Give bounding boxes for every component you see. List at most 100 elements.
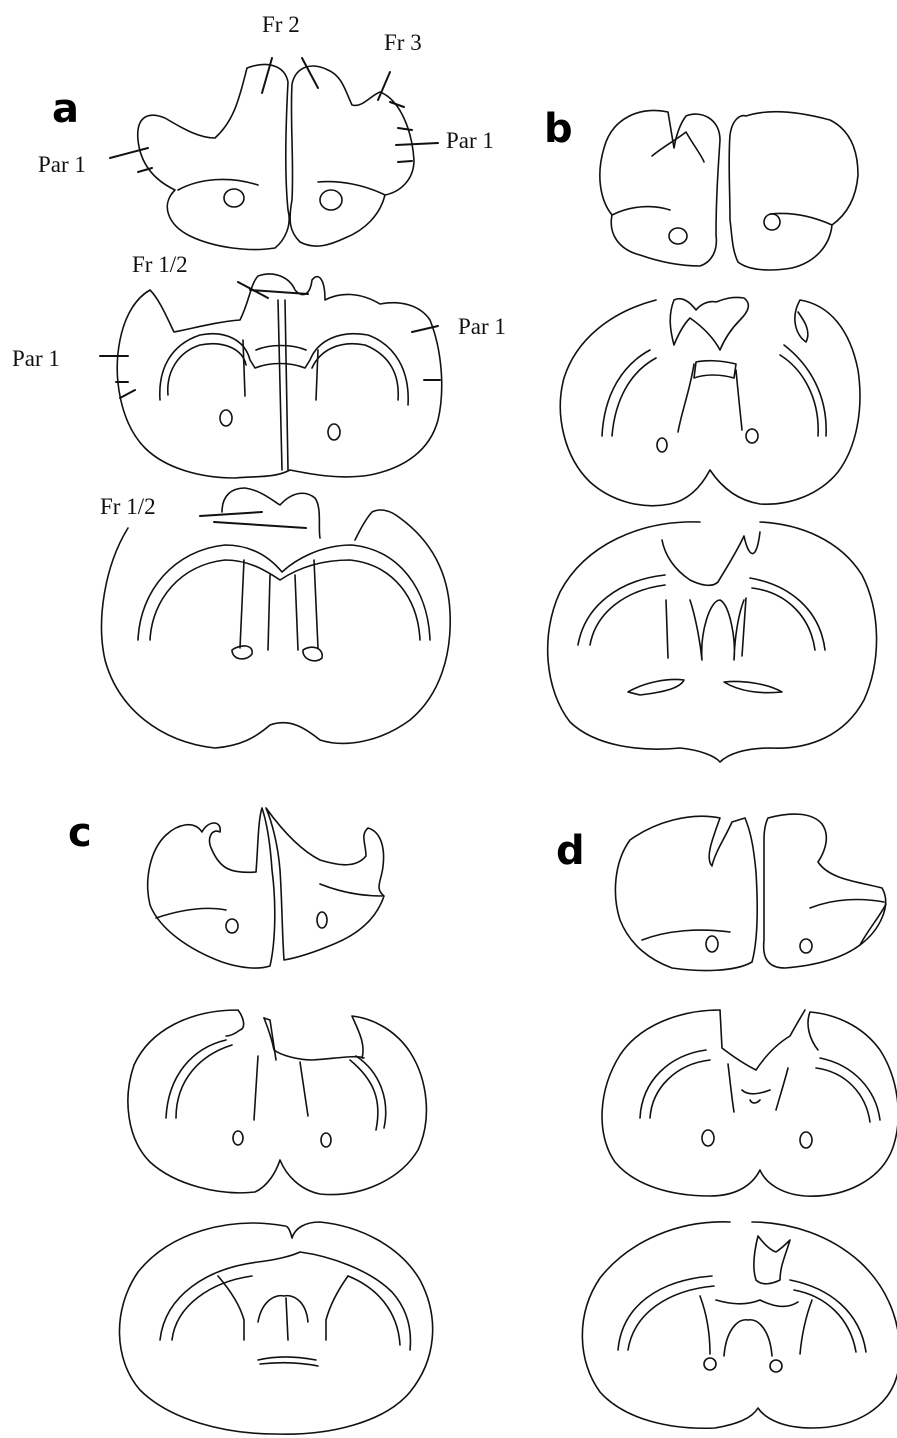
lesion-marker bbox=[214, 522, 306, 528]
section-midline bbox=[278, 300, 282, 470]
section-outline bbox=[148, 808, 275, 968]
panel-d: d bbox=[556, 814, 897, 1428]
panel-c-letter: c bbox=[68, 810, 92, 856]
septum-line bbox=[690, 600, 744, 660]
corpus-callosum bbox=[256, 346, 306, 351]
septum-line bbox=[314, 560, 318, 648]
panel-b: b bbox=[544, 106, 877, 762]
ventricle bbox=[800, 1132, 812, 1148]
septum-line bbox=[218, 1276, 244, 1340]
septum-line bbox=[742, 598, 746, 656]
section-inner-line bbox=[662, 532, 760, 585]
corpus-callosum bbox=[612, 358, 656, 436]
septum-line bbox=[716, 1300, 798, 1306]
ventricle bbox=[260, 1363, 318, 1366]
label-par1-mid-right: Par 1 bbox=[458, 314, 506, 339]
ventricle bbox=[317, 912, 327, 928]
label-fr12-mid: Fr 1/2 bbox=[132, 252, 188, 277]
ventricle bbox=[233, 1131, 243, 1145]
corpus-callosum bbox=[160, 1252, 410, 1350]
panel-a-section-3: Fr 1/2 bbox=[100, 488, 450, 748]
septum-line bbox=[286, 1298, 288, 1340]
corpus-callosum bbox=[578, 575, 665, 645]
corpus-callosum bbox=[138, 545, 430, 640]
ventricle bbox=[328, 424, 340, 440]
panel-b-section-3 bbox=[548, 522, 877, 762]
section-outline bbox=[615, 816, 757, 970]
septum-line bbox=[776, 1068, 788, 1110]
label-fr3: Fr 3 bbox=[384, 30, 422, 55]
section-inner-line bbox=[612, 207, 670, 215]
ventricle bbox=[702, 1130, 714, 1146]
section-inner-line bbox=[318, 182, 385, 195]
corpus-callosum bbox=[784, 345, 826, 436]
ventricle bbox=[657, 438, 667, 452]
corpus-callosum bbox=[168, 344, 246, 395]
section-inner-line bbox=[320, 884, 382, 896]
panel-c: c bbox=[68, 808, 433, 1434]
ventricle bbox=[724, 681, 782, 692]
ventricle bbox=[669, 228, 687, 244]
corpus-callosum bbox=[618, 1276, 712, 1350]
corpus-callosum bbox=[750, 578, 825, 650]
corpus-callosum bbox=[602, 350, 650, 436]
section-inner-line bbox=[860, 904, 886, 945]
ventricle bbox=[800, 939, 812, 953]
ventricle bbox=[232, 646, 252, 659]
corpus-callosum bbox=[816, 1068, 870, 1122]
corpus-callosum bbox=[794, 1290, 856, 1352]
section-outline bbox=[290, 66, 414, 246]
lesion-marker bbox=[120, 390, 135, 398]
ventricle bbox=[220, 410, 232, 426]
section-outline bbox=[600, 111, 720, 267]
corpus-callosum bbox=[356, 1056, 386, 1128]
corpus-callosum bbox=[160, 334, 408, 405]
corpus-callosum bbox=[350, 1060, 378, 1130]
septum-line bbox=[736, 370, 742, 430]
section-outline bbox=[764, 814, 886, 968]
label-fr12-bottom: Fr 1/2 bbox=[100, 494, 156, 519]
section-inner-line bbox=[720, 1010, 805, 1070]
panel-a: a Fr 2 Fr 3 Par 1 Par 1 bbox=[12, 12, 506, 748]
septum-line bbox=[268, 575, 270, 650]
ventricle bbox=[320, 190, 342, 210]
ventricle bbox=[224, 189, 244, 207]
section-midline bbox=[285, 300, 288, 470]
septum-line bbox=[240, 560, 244, 648]
label-par1-mid-left: Par 1 bbox=[12, 346, 60, 371]
panel-d-section-1 bbox=[615, 814, 886, 970]
septum-line bbox=[300, 1062, 308, 1116]
lesion-marker bbox=[262, 58, 272, 93]
ventricle bbox=[303, 647, 322, 661]
section-outline bbox=[266, 808, 384, 960]
ventricle bbox=[704, 1358, 716, 1370]
septum-line bbox=[258, 1296, 308, 1322]
ventricle bbox=[321, 1133, 331, 1147]
corpus-callosum bbox=[820, 1058, 880, 1120]
septum-line bbox=[326, 1276, 348, 1340]
panel-d-section-3 bbox=[582, 1222, 897, 1428]
ventricle-line bbox=[316, 350, 318, 400]
ventricle bbox=[770, 1360, 782, 1372]
corpus-callosum bbox=[176, 1045, 232, 1118]
septum-line bbox=[295, 575, 298, 650]
section-outline bbox=[582, 1222, 897, 1428]
label-par1-right: Par 1 bbox=[446, 128, 494, 153]
panel-b-letter: b bbox=[544, 106, 573, 152]
corpus-callosum bbox=[752, 588, 815, 650]
septum-line bbox=[728, 1064, 734, 1112]
panel-d-section-2 bbox=[602, 1010, 897, 1196]
corpus-callosum bbox=[590, 585, 665, 645]
panel-a-section-2: Fr 1/2 Par 1 Par 1 bbox=[12, 252, 506, 478]
lesion-marker bbox=[302, 58, 318, 88]
corpus-callosum bbox=[650, 1060, 710, 1118]
corpus-callosum bbox=[780, 355, 818, 436]
section-outline bbox=[119, 1222, 432, 1434]
ventricle bbox=[706, 936, 718, 952]
corpus-callosum bbox=[150, 560, 420, 640]
panel-a-section-1: Fr 2 Fr 3 Par 1 Par 1 bbox=[38, 12, 494, 250]
septum-line bbox=[678, 364, 694, 432]
septum-line bbox=[694, 361, 736, 378]
section-inner-line bbox=[156, 908, 226, 918]
label-fr2: Fr 2 bbox=[262, 12, 300, 37]
